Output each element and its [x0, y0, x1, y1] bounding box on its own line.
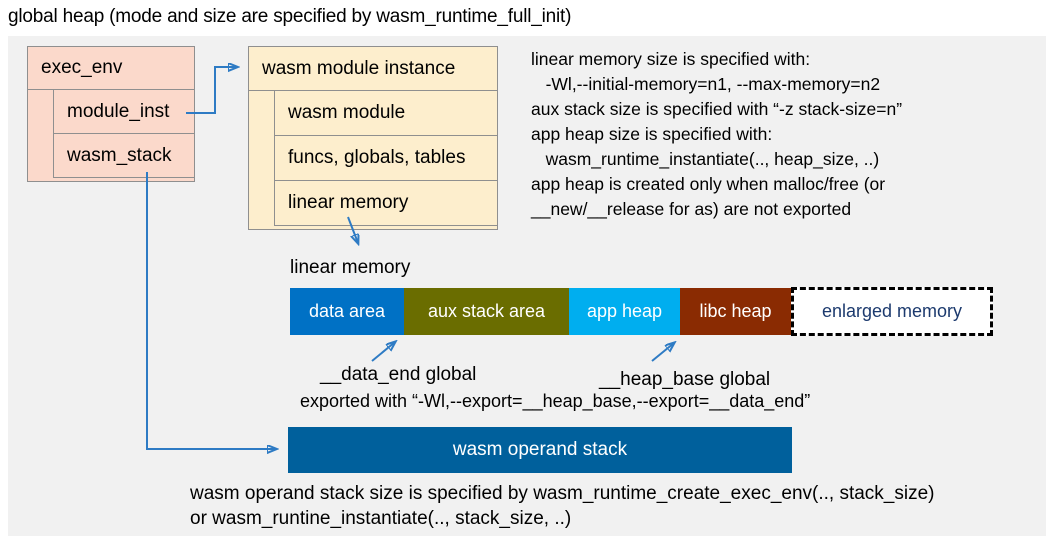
note-line: linear memory size is specified with:	[531, 49, 811, 69]
segment-aux-stack-area: aux stack area	[404, 288, 569, 335]
exec-env-row-module-inst: module_inst	[54, 90, 194, 134]
heap-base-global-label: __heap_base global	[599, 369, 771, 390]
operand-stack-notes: wasm operand stack size is specified by …	[190, 481, 935, 531]
exec-env-row-wasm-stack: wasm_stack	[54, 134, 194, 178]
wasm-module-instance-rows: wasm module funcs, globals, tables linea…	[274, 91, 497, 226]
segment-libc-heap: libc heap	[680, 288, 791, 335]
segment-data-area: data area	[290, 288, 404, 335]
segment-label: libc heap	[699, 301, 772, 321]
wasm-operand-stack-bar: wasm operand stack	[288, 427, 792, 473]
export-note: exported with “-Wl,--export=__heap_base,…	[300, 391, 811, 411]
note-line: aux stack size is specified with “-z sta…	[531, 99, 903, 119]
segment-label: aux stack area	[427, 301, 546, 321]
note-line: wasm operand stack size is specified by …	[190, 483, 935, 504]
linear-memory-label: linear memory	[290, 257, 411, 278]
wasm-module-instance-header: wasm module instance	[249, 47, 497, 91]
wasm-module-instance-box: wasm module instance wasm module funcs, …	[248, 46, 498, 230]
module-instance-row-funcs-globals-tables: funcs, globals, tables	[275, 136, 497, 181]
segment-app-heap: app heap	[569, 288, 680, 335]
exec-env-rows: module_inst wasm_stack	[53, 90, 194, 178]
note-line: app heap is created only when malloc/fre…	[531, 174, 886, 194]
note-line: or wasm_runtine_instantiate(.., stack_si…	[190, 508, 572, 529]
exec-env-box: exec_env module_inst wasm_stack	[27, 46, 195, 182]
note-line: app heap size is specified with:	[531, 124, 773, 144]
module-instance-row-wasm-module: wasm module	[275, 91, 497, 136]
note-line: __new/__release for as) are not exported	[531, 199, 852, 219]
module-instance-row-linear-memory: linear memory	[275, 181, 497, 226]
exec-env-header: exec_env	[28, 47, 194, 90]
diagram-title: global heap (mode and size are specified…	[8, 6, 572, 27]
segment-label: data area	[308, 301, 386, 321]
linear-memory-bar: data area aux stack area app heap libc h…	[290, 287, 993, 336]
wasm-operand-stack-label: wasm operand stack	[452, 439, 628, 460]
linear-memory-notes: linear memory size is specified with: -W…	[531, 47, 902, 222]
segment-enlarged-memory: enlarged memory	[791, 287, 993, 336]
segment-label: enlarged memory	[821, 301, 963, 321]
note-line: wasm_runtime_instantiate(.., heap_size, …	[531, 149, 880, 169]
segment-label: app heap	[586, 301, 663, 321]
note-line: -Wl,--initial-memory=n1, --max-memory=n2	[531, 74, 881, 94]
data-end-global-label: __data_end global	[320, 364, 477, 385]
